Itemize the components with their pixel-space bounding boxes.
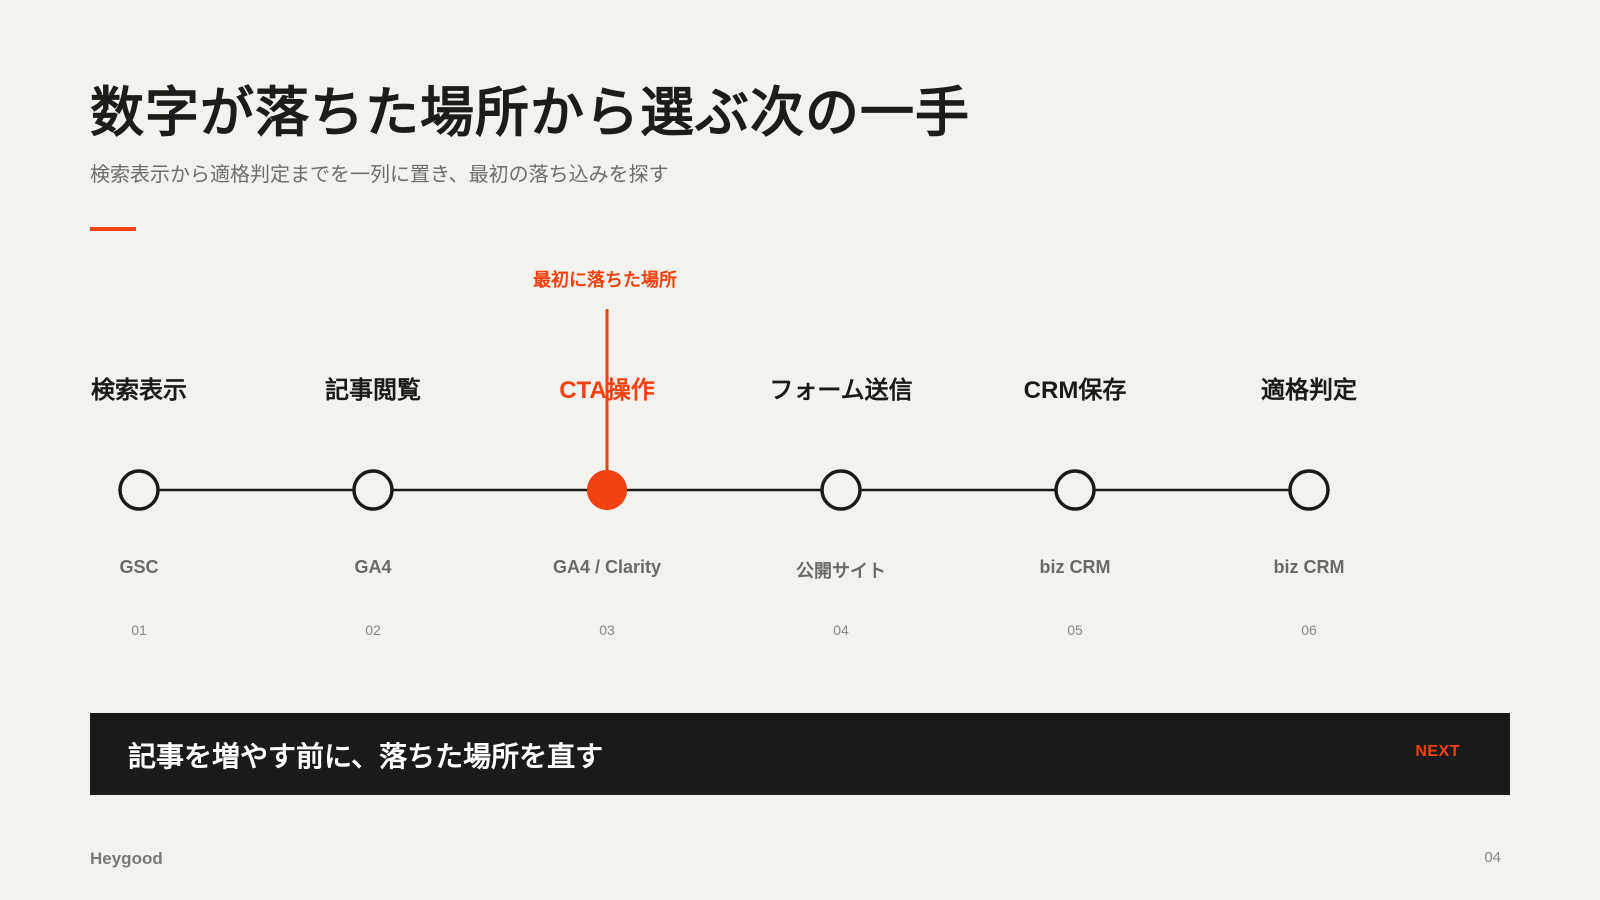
step-number: 05 — [1067, 622, 1083, 638]
step-source: biz CRM — [1273, 557, 1345, 577]
page-number: 04 — [1484, 849, 1501, 866]
step-source: biz CRM — [1039, 557, 1111, 577]
step-node — [587, 470, 627, 510]
step-node — [118, 469, 160, 511]
step-label: 検索表示 — [91, 377, 187, 404]
step-source: GSC — [119, 557, 159, 577]
step-source: GA4 / Clarity — [552, 557, 662, 577]
step-node — [352, 469, 394, 511]
accent-rule — [90, 227, 136, 231]
step-label: CRM保存 — [1023, 377, 1127, 404]
next-button[interactable]: NEXT — [1415, 743, 1460, 760]
step-number: 01 — [131, 622, 147, 638]
step-node — [1288, 469, 1330, 511]
step-label: 適格判定 — [1261, 377, 1357, 404]
step-label: CTA操作 — [559, 377, 655, 404]
step-number: 02 — [365, 622, 381, 638]
funnel-flow-graphic — [118, 469, 1330, 511]
slide-title: 数字が落ちた場所から選ぶ次の一手 — [90, 83, 970, 143]
funnel-flow: 最初に落ちた場所 検索表示 GSC 01 記事閲覧 GA4 02 CTA操作 GA4 / Cl… — [91, 270, 1357, 638]
action-banner: 記事を増やす前に、落ちた場所を直す NEXT — [90, 713, 1510, 795]
step-source: 公開サイト — [796, 561, 886, 581]
step-label: フォーム送信 — [769, 377, 913, 404]
step-node — [1054, 469, 1096, 511]
step-number: 04 — [833, 622, 849, 638]
step-number: 06 — [1301, 622, 1317, 638]
brand-name: Heygood — [90, 849, 163, 868]
step-number: 03 — [599, 622, 615, 638]
step-label: 記事閲覧 — [325, 377, 421, 404]
step-source: GA4 — [354, 557, 392, 577]
callout-label: 最初に落ちた場所 — [533, 270, 677, 290]
banner-text: 記事を増やす前に、落ちた場所を直す — [128, 741, 604, 772]
slide-subtitle: 検索表示から適格判定までを一列に置き、最初の落ち込みを探す — [90, 164, 669, 186]
step-node — [820, 469, 862, 511]
